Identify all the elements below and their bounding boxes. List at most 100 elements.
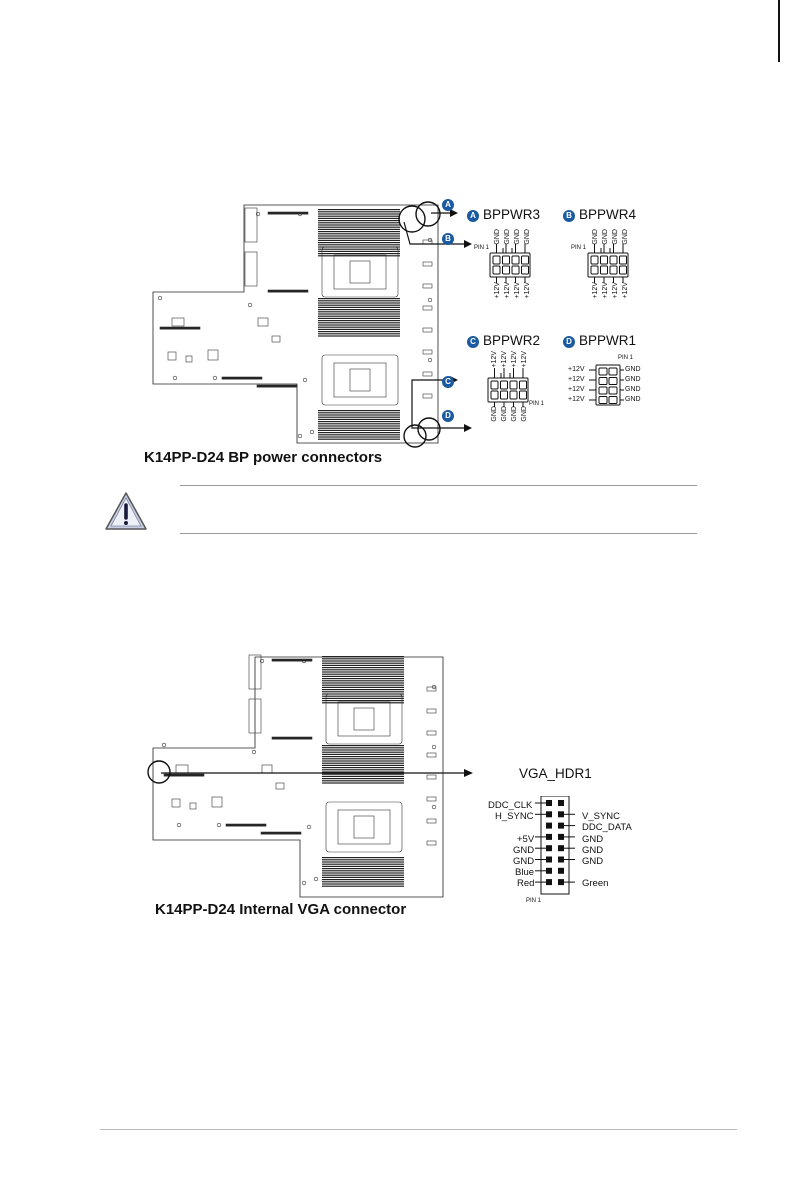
cpu-socket-inner xyxy=(337,701,391,737)
mounting-hole xyxy=(427,237,433,243)
component xyxy=(171,798,181,808)
badge-c: C xyxy=(467,336,479,348)
bppwr1-left-pin: +12V xyxy=(568,386,585,393)
edge-connector xyxy=(426,752,437,758)
bppwr4-title: B BPPWR4 xyxy=(563,207,636,222)
footer-rule xyxy=(100,1129,737,1130)
vga-pin xyxy=(558,811,564,818)
mounting-hole xyxy=(297,211,303,217)
memory-slot xyxy=(318,418,400,420)
memory-slot xyxy=(322,863,404,865)
memory-slot xyxy=(318,425,400,427)
mounting-hole xyxy=(431,684,437,690)
bppwr3-bottom-pin: +12V xyxy=(494,282,501,299)
figure1-caption: K14PP-D24 BP power connectors xyxy=(144,449,383,466)
memory-slot xyxy=(318,412,400,414)
bppwr2-top-pin: +12V xyxy=(501,351,508,368)
vga-left-pin: Blue xyxy=(515,867,535,878)
memory-slot xyxy=(318,222,400,224)
memory-slot xyxy=(318,423,400,425)
mounting-hole xyxy=(301,658,307,664)
connector-pin xyxy=(509,390,518,400)
cpu-die xyxy=(349,260,371,284)
badge-d: D xyxy=(563,336,575,348)
connector-pin xyxy=(492,265,501,275)
bppwr4-bottom-pin: +12V xyxy=(602,282,609,299)
bppwr1-right-pin: GND xyxy=(625,386,641,393)
vga-pin-leader xyxy=(564,847,575,849)
bppwr4-pin1-label: PIN 1 xyxy=(571,245,587,251)
memory-slot xyxy=(322,881,404,883)
mounting-hole xyxy=(176,822,182,828)
connector-pin xyxy=(502,265,510,275)
vga-pin xyxy=(558,800,564,806)
cpu-socket-inner xyxy=(337,809,391,845)
connector-pin xyxy=(500,380,508,390)
memory-slot xyxy=(322,747,404,749)
memory-slot xyxy=(322,686,404,688)
memory-slot xyxy=(318,215,400,217)
bppwr3-top-pin: GND xyxy=(514,229,521,245)
bppwr2-bottom-pin: GND xyxy=(521,406,528,422)
memory-slot xyxy=(322,682,404,684)
cpu-socket xyxy=(321,246,399,298)
pcie-slot xyxy=(271,658,313,662)
connector-pin xyxy=(609,265,618,275)
vga-pin xyxy=(546,811,552,818)
vga-pin-leader xyxy=(535,813,546,815)
bppwr3-bottom-pin: +12V xyxy=(514,282,521,299)
memory-slot xyxy=(322,662,404,664)
bppwr4-label: BPPWR4 xyxy=(579,207,637,222)
cpu-socket-inner xyxy=(333,254,387,290)
memory-slot xyxy=(318,421,400,423)
edge-connector xyxy=(426,774,437,780)
vga-pin xyxy=(546,800,552,806)
bppwr3-pin1-label: PIN 1 xyxy=(474,245,490,251)
cpu-socket-inner xyxy=(333,362,387,398)
bppwr4-bottom-pin: +12V xyxy=(592,282,599,299)
vga-pin-leader xyxy=(564,813,575,815)
bppwr2-bottom-pin: GND xyxy=(511,406,518,422)
memory-slot xyxy=(322,778,404,780)
vga-pin xyxy=(558,879,564,886)
connector-pin xyxy=(608,396,618,404)
callout-badge-b: B xyxy=(442,233,454,245)
memory-slot xyxy=(322,883,404,885)
bppwr4-top-pin: GND xyxy=(622,229,629,245)
memory-slot xyxy=(322,868,404,870)
bppwr3-connector-drawing xyxy=(489,244,531,283)
bppwr1-pin1-label: PIN 1 xyxy=(618,355,634,361)
component xyxy=(275,782,285,790)
memory-slot xyxy=(322,780,404,782)
bppwr1-left-pin: +12V xyxy=(568,396,585,403)
memory-slot xyxy=(318,434,400,436)
mounting-hole xyxy=(427,297,433,303)
memory-slot xyxy=(322,678,404,680)
mounting-hole xyxy=(251,749,257,755)
mounting-hole xyxy=(431,804,437,810)
memory-slot xyxy=(318,211,400,213)
badge-b: B xyxy=(563,210,575,222)
pcie-slot xyxy=(267,289,309,293)
component xyxy=(248,654,262,690)
memory-slot xyxy=(318,231,400,233)
memory-slot xyxy=(322,764,404,766)
mounting-hole xyxy=(216,822,222,828)
component xyxy=(244,207,258,243)
vga-pin-leader xyxy=(564,836,575,838)
vga-pin-leader xyxy=(564,825,575,827)
bppwr1-left-pin: +12V xyxy=(568,376,585,383)
connector-pin xyxy=(598,386,608,395)
component xyxy=(211,796,223,808)
vga-pin xyxy=(558,845,564,852)
pcie-slot xyxy=(225,823,267,827)
pcie-slot xyxy=(256,384,298,388)
vga-left-pin: DDC_CLK xyxy=(488,800,533,811)
bppwr1-connector-drawing xyxy=(589,364,624,406)
vga-right-pin: GND xyxy=(582,834,604,845)
edge-connector xyxy=(422,261,433,267)
component xyxy=(261,764,273,774)
connector-pin xyxy=(598,367,608,376)
memory-slot xyxy=(318,304,400,306)
